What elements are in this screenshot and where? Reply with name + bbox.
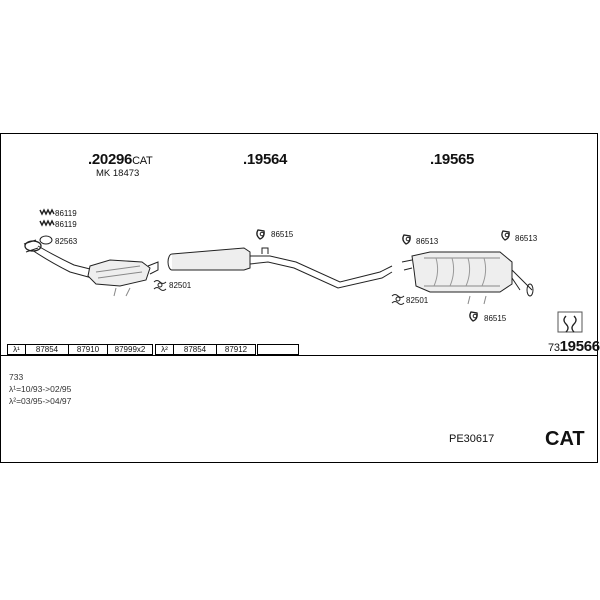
hanger-bottom-label: 86515 — [484, 314, 507, 323]
middle-pipe-drawing — [167, 247, 393, 289]
catalyst-mk: MK 18473 — [96, 168, 140, 179]
diagram-frame — [0, 133, 598, 463]
rear-silencer-drawing — [401, 251, 534, 305]
gasket-icon — [39, 235, 53, 245]
hanger-mid-icon — [256, 229, 265, 240]
tailpipe-icon — [557, 311, 583, 333]
hanger-mid-label: 86515 — [271, 230, 294, 239]
clamp-rear-label: 82501 — [406, 296, 429, 305]
catalyst-drawing — [23, 239, 159, 297]
spring-b-icon — [39, 219, 55, 227]
clamp-rear-icon — [391, 294, 405, 305]
ref-cell: 87854 — [25, 344, 68, 355]
hanger-rear-right-icon — [501, 230, 510, 241]
hanger-rear-left-icon — [402, 234, 411, 245]
footer-cat: CAT — [545, 428, 585, 450]
ref-row-label: λ² — [155, 344, 173, 355]
tailpipe-part-number: 7319566 — [548, 338, 600, 355]
tailpipe-prefix: 73 — [548, 342, 560, 354]
ref-cell: 87999x2 — [107, 344, 153, 355]
clamp-front-label: 82501 — [169, 281, 192, 290]
middle-part-number: .19564 — [243, 151, 288, 168]
ref-cell: 87910 — [68, 344, 107, 355]
spring-a-icon — [39, 208, 55, 216]
ref-row-lambda1: λ¹ 87854 87910 87999x2 — [7, 344, 153, 355]
spring-a-label: 86119 — [55, 209, 77, 218]
spring-b-label: 86119 — [55, 220, 77, 229]
clamp-front-icon — [153, 280, 167, 291]
ref-row-label: λ¹ — [7, 344, 25, 355]
catalyst-suffix: CAT — [132, 155, 153, 167]
divider-line — [0, 355, 598, 356]
hanger-bottom-icon — [469, 311, 478, 322]
hanger-rear-left-label: 86513 — [416, 237, 439, 246]
catalyst-number: .20296 — [88, 151, 133, 168]
gasket-label: 82563 — [55, 237, 78, 246]
model-note: 733 — [9, 372, 24, 382]
ref-cell: 87854 — [173, 344, 216, 355]
hanger-rear-right-label: 86513 — [515, 234, 538, 243]
rear-part-number: .19565 — [430, 151, 475, 168]
footer-code: PE30617 — [449, 433, 495, 445]
ref-row-lambda2: λ² 87854 87912 — [155, 344, 256, 355]
lambda2-note: λ²=03/95->04/97 — [9, 396, 72, 406]
ref-cell: 87912 — [216, 344, 256, 355]
tailpipe-number: 19566 — [559, 338, 600, 355]
lambda1-note: λ¹=10/93->02/95 — [9, 384, 72, 394]
ref-row-blank — [257, 344, 299, 355]
catalyst-part-number: .20296CAT — [88, 151, 153, 168]
